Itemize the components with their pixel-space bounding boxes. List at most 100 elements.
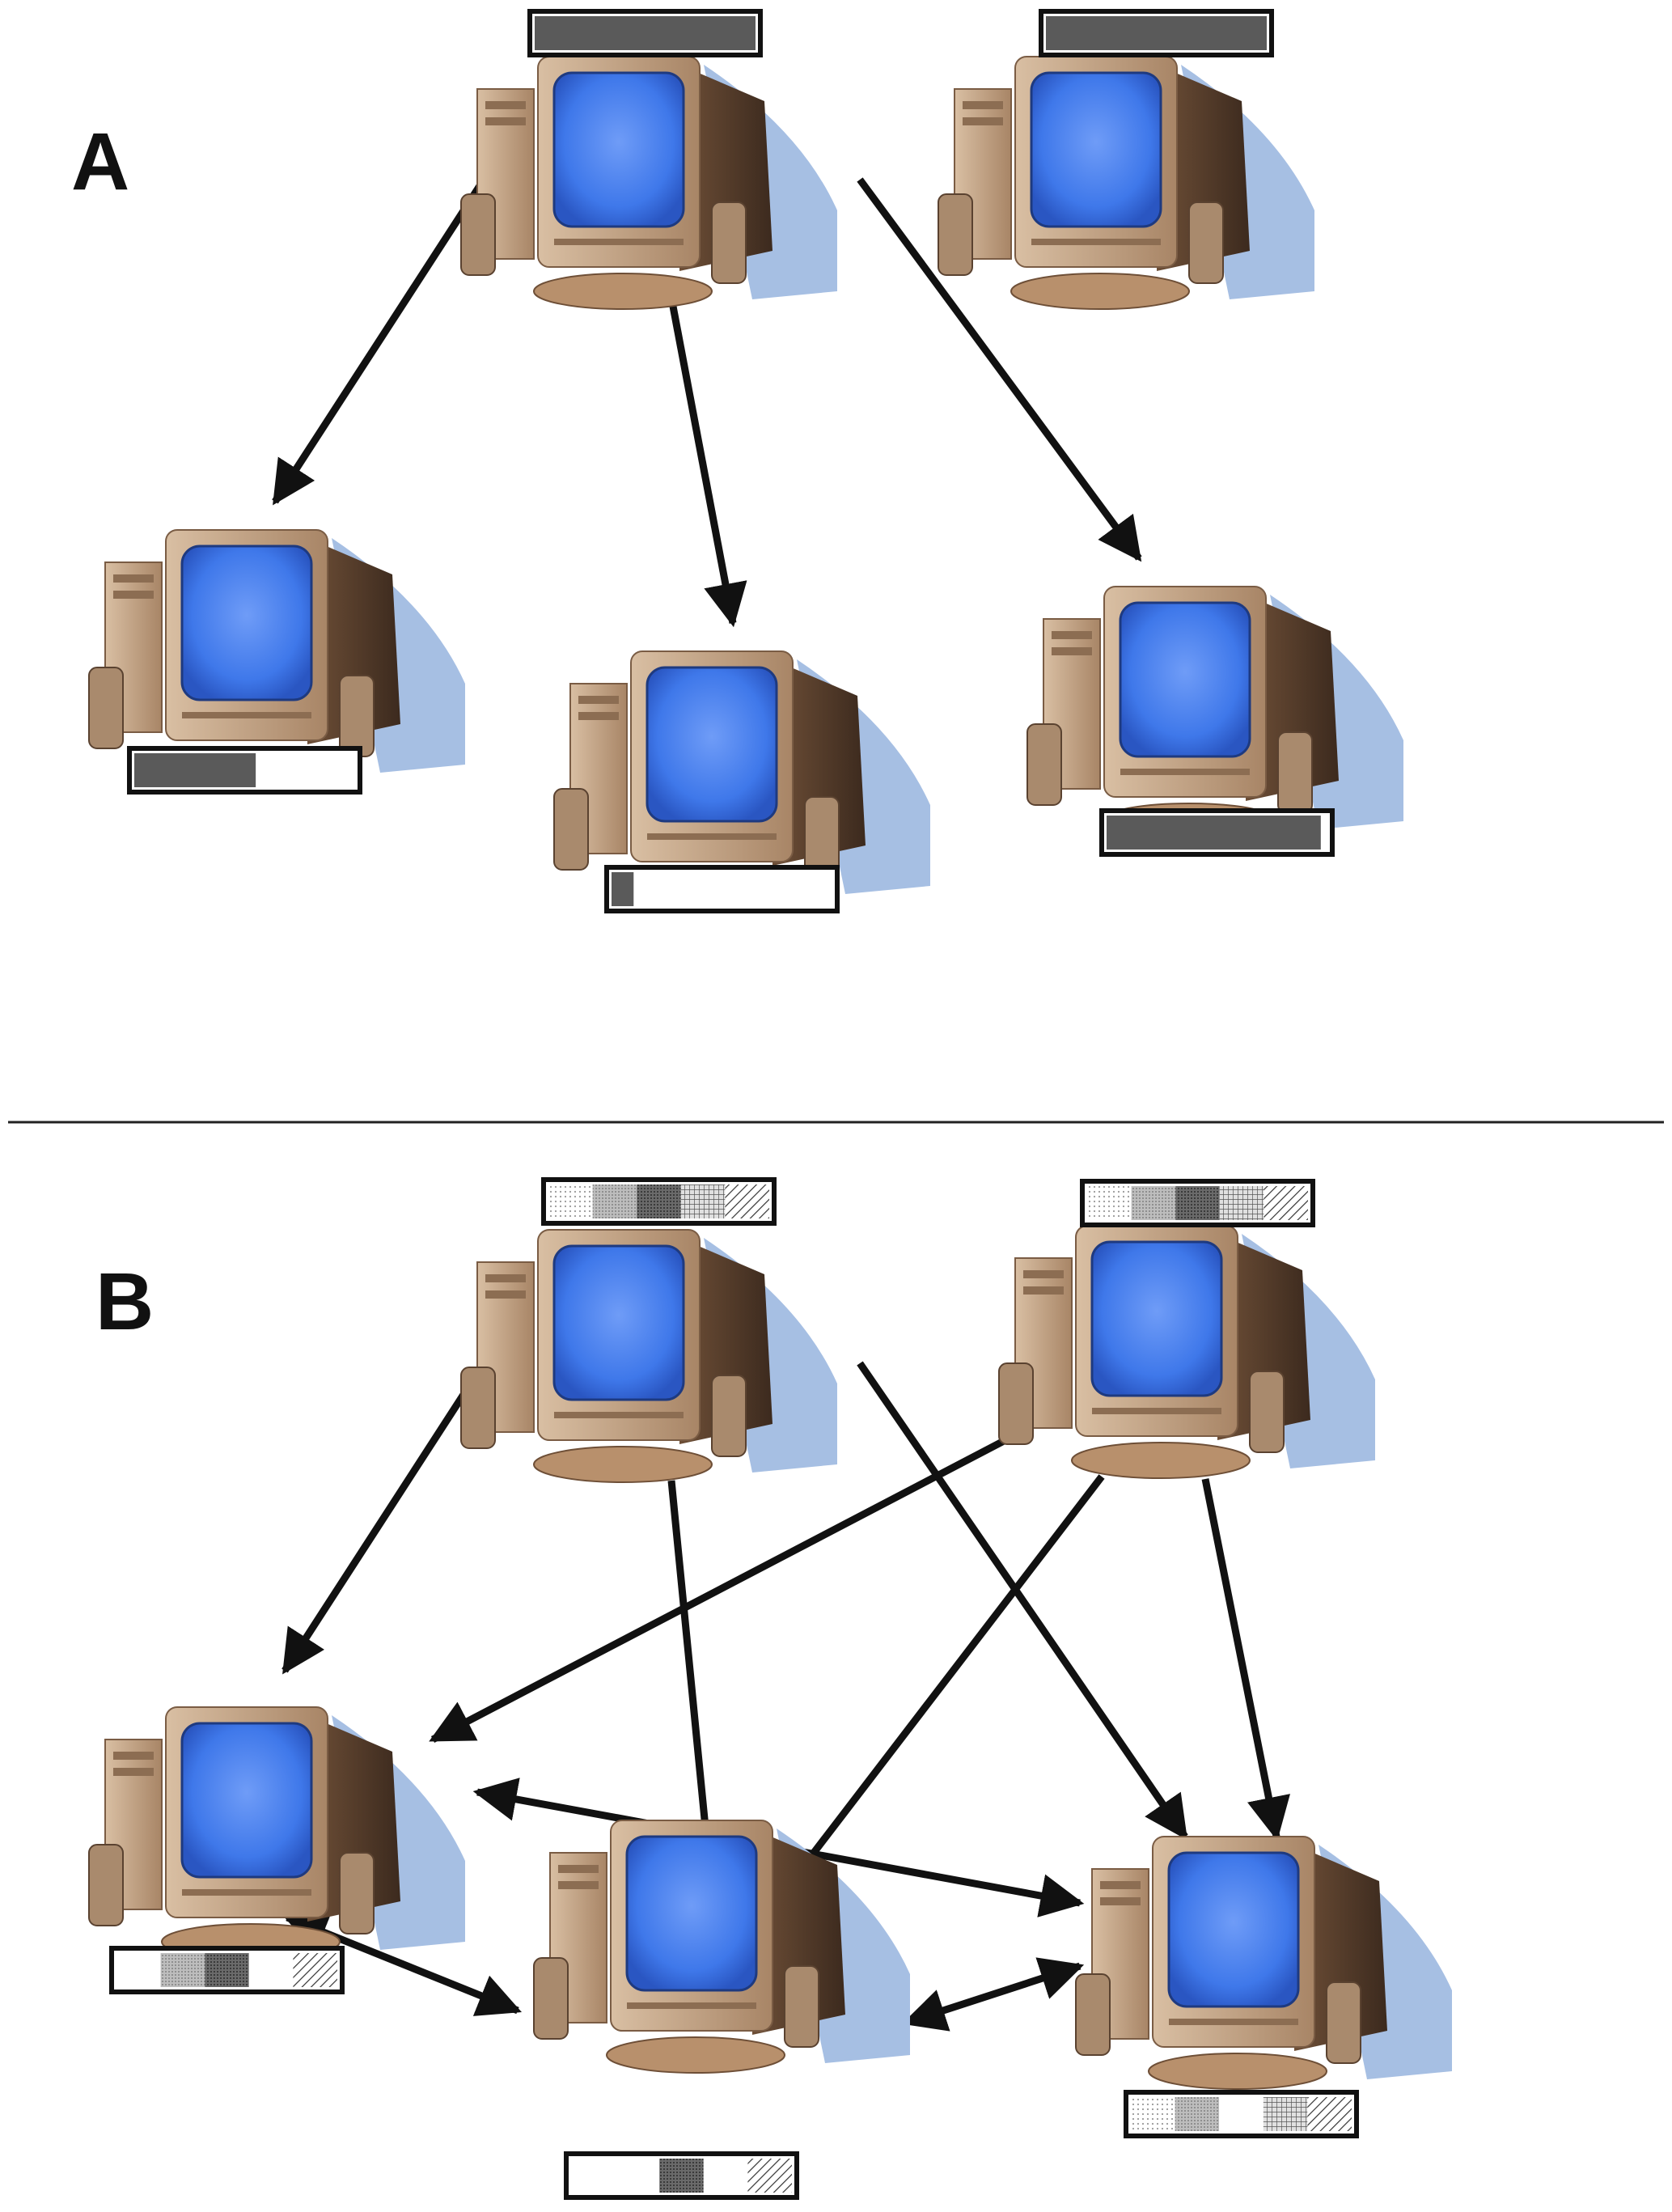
bar-border <box>1039 9 1274 57</box>
monitor-back <box>679 65 773 271</box>
monitor-back <box>679 1238 773 1444</box>
arrow-source-1-to-receiver-2 <box>667 297 747 628</box>
drive-bay <box>578 712 619 720</box>
bar-border <box>604 865 840 913</box>
bar-segment-hatch <box>725 1184 769 1218</box>
source-bar-1 <box>527 9 763 57</box>
control-strip <box>647 833 777 840</box>
arrow-source-2-to-receiver-1 <box>429 1429 1023 1743</box>
source-computer-1 <box>460 1229 837 1483</box>
arrow-source-1-to-receiver-3 <box>857 1361 1188 1841</box>
bar-segment-dark <box>659 2159 704 2193</box>
arrow-source-1-to-receiver-1 <box>281 1361 487 1675</box>
panel-a-arrows <box>272 177 1142 628</box>
speaker-left <box>1075 1973 1111 2056</box>
bar-segment-dots-light <box>1131 2097 1175 2131</box>
monitor-back <box>1294 1845 1387 2051</box>
control-strip <box>1031 239 1161 245</box>
bar-border <box>541 1177 777 1226</box>
monitor-back <box>1246 595 1339 801</box>
speaker-left <box>998 1362 1034 1445</box>
panel-b-computers <box>88 1177 1452 2200</box>
speaker-left <box>88 667 124 749</box>
source-bar-2 <box>1080 1179 1315 1227</box>
drive-bay <box>578 696 619 704</box>
bar-fill <box>1046 16 1267 50</box>
monitor-back <box>773 659 866 866</box>
control-strip <box>1092 1408 1221 1414</box>
bar-segment-hatch <box>1264 1186 1308 1220</box>
bar-segment-empty <box>116 1953 161 1987</box>
drive-bay <box>485 1290 526 1299</box>
speaker-right <box>339 675 375 757</box>
bar-fill <box>134 753 256 787</box>
monitor-base <box>606 2036 785 2074</box>
monitor-screen <box>552 1244 685 1401</box>
arrow-receiver-2-to-receiver-3 <box>901 1957 1085 2032</box>
speaker-right <box>339 1852 375 1934</box>
speaker-right <box>1249 1371 1285 1453</box>
receiver-bar-1 <box>109 1946 345 1994</box>
bar-segment-dark <box>637 1184 681 1218</box>
bar-segment-dark <box>1175 1186 1220 1220</box>
speaker-left <box>553 788 589 871</box>
panel-label-a: A <box>71 117 129 207</box>
speaker-left <box>460 193 496 276</box>
drive-bay <box>113 1768 154 1776</box>
panel-a-computers <box>88 9 1403 913</box>
panel-a: A <box>71 9 1403 913</box>
bar-segment-grid <box>1263 2097 1308 2131</box>
monitor-back <box>1157 65 1250 271</box>
drive-bay <box>485 1274 526 1282</box>
drive-bay <box>1100 1897 1141 1905</box>
drive-bay <box>113 1752 154 1760</box>
bar-border <box>127 746 362 795</box>
drive-bay <box>113 591 154 599</box>
bar-segment-empty <box>248 1953 294 1987</box>
control-strip <box>182 712 311 718</box>
bar-fill <box>1107 816 1321 850</box>
speaker-right <box>1326 1981 1361 2064</box>
bar-border <box>1080 1179 1315 1227</box>
receiver-computer-3 <box>1075 1836 1452 2090</box>
receiver-computer-2 <box>533 1820 910 2074</box>
receiver-computer-3 <box>1026 586 1403 840</box>
arrow-source-1-to-receiver-3 <box>857 177 1142 562</box>
panel-label-b: B <box>95 1256 154 1347</box>
drive-bay <box>963 101 1003 109</box>
monitor-screen <box>1167 1851 1300 2008</box>
bar-segment-gray <box>160 1953 205 1987</box>
bar-border <box>564 2151 799 2200</box>
bar-segment-dots-light <box>1087 1186 1132 1220</box>
monitor-screen <box>552 71 685 228</box>
bar-segment-hatch <box>1307 2097 1352 2131</box>
monitor-screen <box>625 1835 758 1992</box>
bar-segment-hatch <box>293 1953 337 1987</box>
speaker-left <box>88 1844 124 1926</box>
receiver-computer-1 <box>88 1706 465 1960</box>
control-strip <box>554 239 684 245</box>
speaker-left <box>460 1367 496 1449</box>
monitor-base <box>533 273 713 310</box>
source-bar-2 <box>1039 9 1274 57</box>
drive-bay <box>1100 1881 1141 1889</box>
source-bar-1 <box>541 1177 777 1226</box>
monitor-screen <box>1030 71 1162 228</box>
monitor-base <box>1148 2053 1327 2090</box>
drive-bay <box>485 117 526 125</box>
bar-segment-gray <box>1131 1186 1176 1220</box>
speaker-right <box>784 1965 819 2048</box>
source-computer-2 <box>938 56 1314 310</box>
arrow-source-2-to-receiver-3 <box>1201 1478 1290 1841</box>
monitor-base <box>1071 1442 1251 1479</box>
bar-segment-grid <box>680 1184 726 1218</box>
monitor-screen <box>646 666 778 823</box>
speaker-right <box>711 1375 747 1457</box>
bar-fill <box>535 16 756 50</box>
receiver-bar-1 <box>127 746 362 795</box>
speaker-right <box>711 201 747 284</box>
control-strip <box>627 2002 756 2009</box>
drive-bay <box>113 574 154 583</box>
bar-segment-gray <box>1175 2097 1220 2131</box>
